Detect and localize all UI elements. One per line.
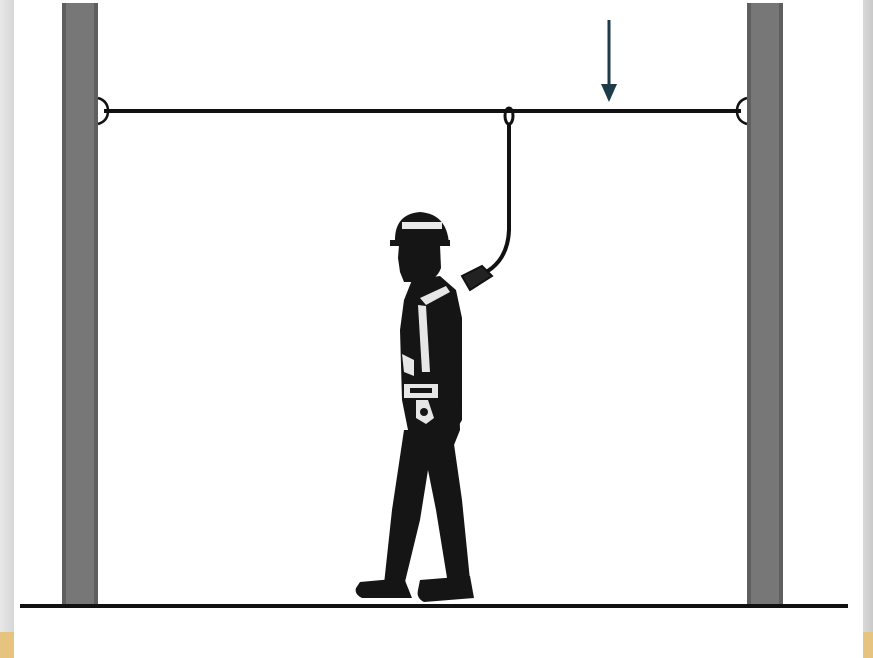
- arrow-head: [601, 84, 617, 102]
- harness-chest-strap: [402, 354, 414, 376]
- right-boot: [417, 576, 474, 602]
- legs: [384, 430, 470, 586]
- left-post-body: [62, 3, 98, 606]
- left-boot: [355, 578, 412, 598]
- lanyard-line: [476, 124, 511, 280]
- left-post: [62, 3, 98, 606]
- harness-front-strap: [418, 305, 430, 372]
- helmet-brim: [390, 240, 450, 246]
- left-frame-strip: [0, 0, 14, 658]
- right-post-body: [747, 3, 783, 606]
- right-post-edge-right: [779, 3, 783, 606]
- down-arrow-icon: [601, 20, 617, 102]
- right-post-edge: [747, 3, 751, 606]
- left-post-edge: [62, 3, 66, 606]
- shock-absorber: [460, 264, 494, 292]
- bottom-right-accent: [863, 632, 873, 658]
- harness-ring: [420, 408, 428, 416]
- worker-silhouette-icon: [355, 212, 474, 602]
- lanyard: [460, 106, 515, 292]
- harness-shoulder-strap: [420, 286, 450, 305]
- left-post-edge-right: [94, 3, 98, 606]
- bottom-left-accent: [0, 632, 14, 658]
- arm: [428, 298, 460, 450]
- head: [398, 245, 441, 282]
- helmet-band: [402, 222, 442, 229]
- harness-belt-buckle: [410, 388, 432, 393]
- right-frame-strip: [863, 0, 873, 658]
- right-post: [747, 3, 783, 606]
